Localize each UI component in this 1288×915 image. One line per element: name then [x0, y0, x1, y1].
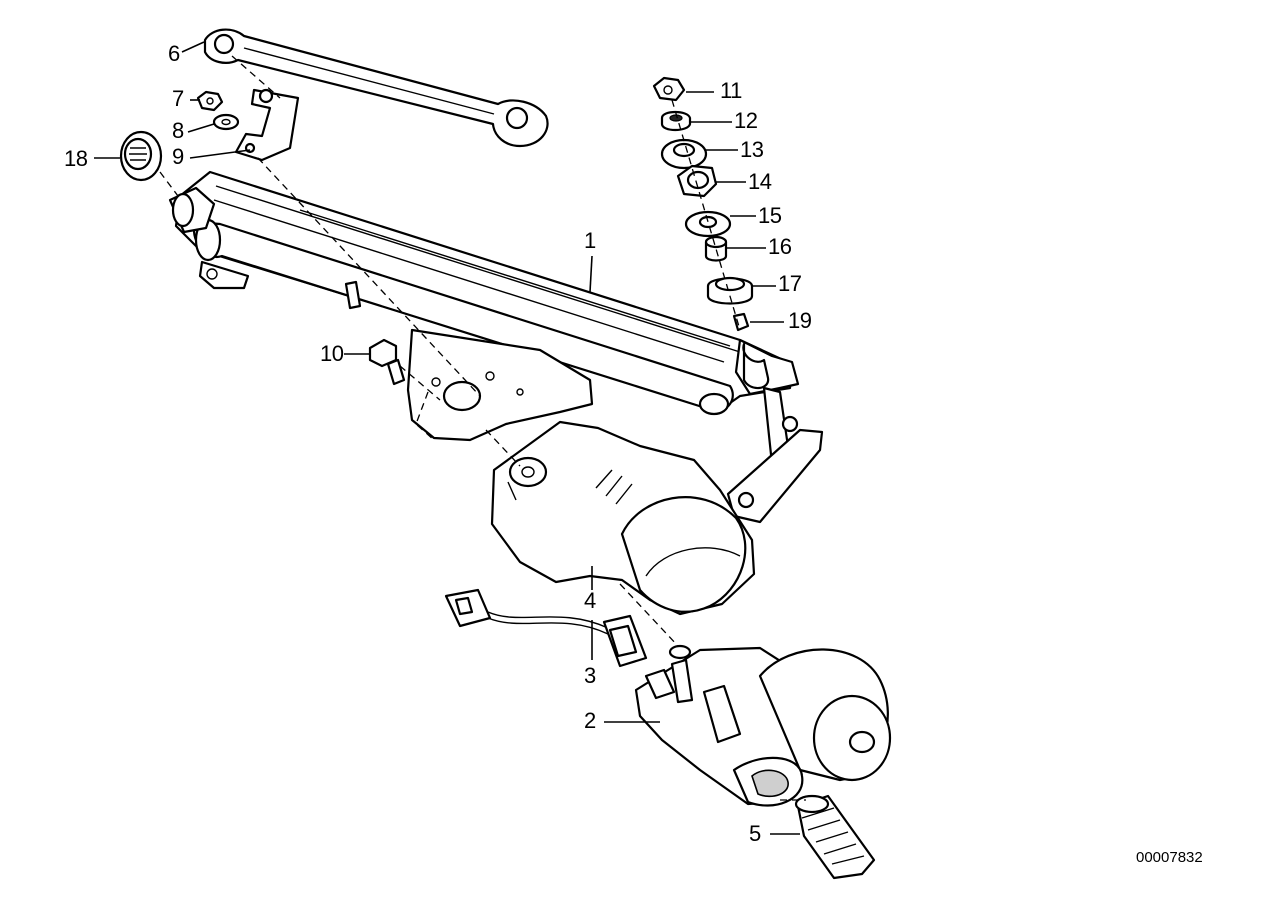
document-number: 00007832 [1136, 849, 1203, 866]
nut-stack-part-11[interactable] [652, 76, 686, 102]
callout-7: 7 [172, 86, 184, 111]
callout-14: 14 [748, 169, 772, 194]
callout-11: 11 [720, 78, 742, 103]
wiper-frame-part[interactable] [168, 170, 824, 524]
leader-lines [94, 41, 800, 835]
washer-stack-part-12[interactable] [660, 110, 692, 132]
bolt-part[interactable] [368, 338, 406, 386]
callout-4: 4 [584, 588, 596, 613]
wiper-motor-part[interactable] [634, 644, 892, 807]
callout-10: 10 [320, 341, 344, 366]
screw-part-19[interactable] [732, 312, 750, 332]
callout-18: 18 [64, 146, 88, 171]
callout-6: 6 [168, 41, 180, 66]
grommet-stack-part-17[interactable] [706, 276, 754, 305]
assembly-lines [159, 55, 806, 801]
callout-16: 16 [768, 234, 792, 259]
callout-13: 13 [740, 137, 764, 162]
boot-part[interactable] [794, 794, 876, 880]
motor-cover-part[interactable] [490, 420, 756, 616]
callout-2: 2 [584, 708, 596, 733]
callout-19: 19 [788, 308, 812, 333]
cap-part[interactable] [119, 130, 163, 182]
washer-part[interactable] [212, 113, 240, 131]
bracket-part[interactable] [234, 88, 300, 162]
callout-8: 8 [172, 118, 184, 143]
callout-3: 3 [584, 663, 596, 688]
callout-15: 15 [758, 203, 782, 228]
nut-stack-part-14[interactable] [676, 164, 718, 198]
callout-12: 12 [734, 108, 758, 133]
connecting-rod-part[interactable] [203, 28, 549, 148]
callout-9: 9 [172, 144, 184, 169]
connector-wiring-part[interactable] [444, 588, 648, 668]
callout-5: 5 [749, 821, 761, 846]
callout-17: 17 [778, 271, 802, 296]
bushing-stack-part-13[interactable] [660, 138, 708, 170]
callout-1: 1 [584, 228, 596, 253]
nut-part[interactable] [196, 90, 224, 112]
mounting-plate-part[interactable] [406, 328, 594, 442]
spacer-stack-part-16[interactable] [704, 235, 728, 262]
washer-stack-part-15[interactable] [684, 210, 732, 238]
